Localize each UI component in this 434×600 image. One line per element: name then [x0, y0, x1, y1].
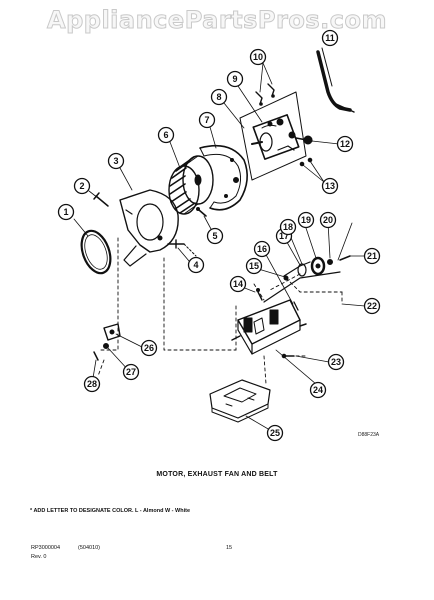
part-12-pulley — [295, 135, 313, 145]
dashed-assembly-lines — [97, 237, 343, 385]
callout-19: 19 — [297, 211, 315, 229]
callout-22: 22 — [363, 297, 381, 315]
svg-text:11: 11 — [325, 33, 335, 43]
svg-text:24: 24 — [313, 385, 323, 395]
part-28-screw — [93, 351, 99, 361]
callout-13: 13 — [321, 177, 339, 195]
svg-text:5: 5 — [212, 231, 217, 241]
callout-18: 18 — [279, 218, 297, 236]
svg-text:26: 26 — [144, 343, 154, 353]
part-10-clips — [255, 83, 275, 106]
color-note: * ADD LETTER TO DESIGNATE COLOR. L - Alm… — [30, 508, 191, 514]
svg-text:18: 18 — [283, 222, 293, 232]
callout-leader-lines — [73, 62, 366, 434]
part-27-nut — [103, 343, 109, 349]
part-1-gasket-ring — [80, 229, 112, 275]
part-11-belt — [316, 47, 355, 113]
svg-text:21: 21 — [367, 251, 377, 261]
callout-21: 21 — [363, 247, 381, 265]
svg-text:8: 8 — [216, 92, 221, 102]
part-2-screw — [93, 192, 109, 207]
part-6-blower-wheel — [168, 155, 214, 215]
revision-label: Rev. 0 — [31, 554, 47, 560]
svg-text:7: 7 — [204, 115, 209, 125]
svg-text:1: 1 — [63, 207, 68, 217]
svg-text:2: 2 — [79, 181, 84, 191]
callout-11: 11 — [321, 29, 339, 47]
callout-24: 24 — [309, 381, 327, 399]
callout-16: 16 — [253, 240, 271, 258]
callout-14: 14 — [229, 275, 247, 293]
part-22-idler-assembly — [256, 255, 351, 311]
svg-text:12: 12 — [340, 139, 350, 149]
svg-text:23: 23 — [331, 357, 341, 367]
part-8-motor — [239, 91, 307, 181]
part-23-screw — [281, 353, 295, 359]
part-13-nuts — [299, 157, 313, 167]
svg-text:19: 19 — [301, 215, 311, 225]
callout-3: 3 — [107, 152, 125, 170]
callout-23: 23 — [327, 353, 345, 371]
svg-text:16: 16 — [257, 244, 267, 254]
svg-text:22: 22 — [367, 301, 377, 311]
callout-5: 5 — [206, 227, 224, 245]
part-4-clamp — [167, 239, 197, 257]
callout-25: 25 — [266, 424, 284, 442]
svg-text:9: 9 — [232, 74, 237, 84]
svg-text:13: 13 — [325, 181, 335, 191]
svg-text:10: 10 — [253, 52, 263, 62]
svg-text:14: 14 — [233, 279, 243, 289]
part-25-base-plate — [209, 379, 271, 423]
svg-text:17: 17 — [279, 231, 289, 241]
callout-1: 1 — [57, 203, 75, 221]
diagram-caption: MOTOR, EXHAUST FAN AND BELT — [156, 471, 278, 478]
callout-2: 2 — [73, 177, 91, 195]
callout-12: 12 — [336, 135, 354, 153]
callout-20: 20 — [319, 211, 337, 229]
callout-8: 8 — [210, 88, 228, 106]
part-5-screw — [196, 207, 207, 217]
callout-26: 26 — [140, 339, 158, 357]
svg-text:4: 4 — [193, 260, 198, 270]
watermark-logo: AppliancePartsPros.com — [47, 6, 387, 35]
svg-text:6: 6 — [163, 130, 168, 140]
part-7-housing-cover — [199, 144, 248, 211]
part-24-motor-mount — [231, 299, 307, 355]
svg-text:25: 25 — [270, 428, 280, 438]
part-26-switch — [103, 323, 121, 341]
callout-9: 9 — [226, 70, 244, 88]
page-number: 15 — [226, 545, 233, 551]
callout-10: 10 — [249, 48, 267, 66]
callout-15: 15 — [245, 257, 263, 275]
diagram-code: D88F23A — [358, 432, 380, 438]
callout-27: 27 — [122, 363, 140, 381]
svg-text:20: 20 — [323, 215, 333, 225]
part-3-fan-housing — [119, 189, 179, 267]
callout-7: 7 — [198, 111, 216, 129]
callout-4: 4 — [187, 256, 205, 274]
svg-text:28: 28 — [87, 379, 97, 389]
document-number: RP3000004 — [31, 545, 61, 551]
document-date-code: (504010) — [78, 545, 101, 551]
svg-text:15: 15 — [249, 261, 259, 271]
callout-28: 28 — [83, 375, 101, 393]
svg-text:27: 27 — [126, 367, 136, 377]
svg-text:3: 3 — [113, 156, 118, 166]
callout-6: 6 — [157, 126, 175, 144]
